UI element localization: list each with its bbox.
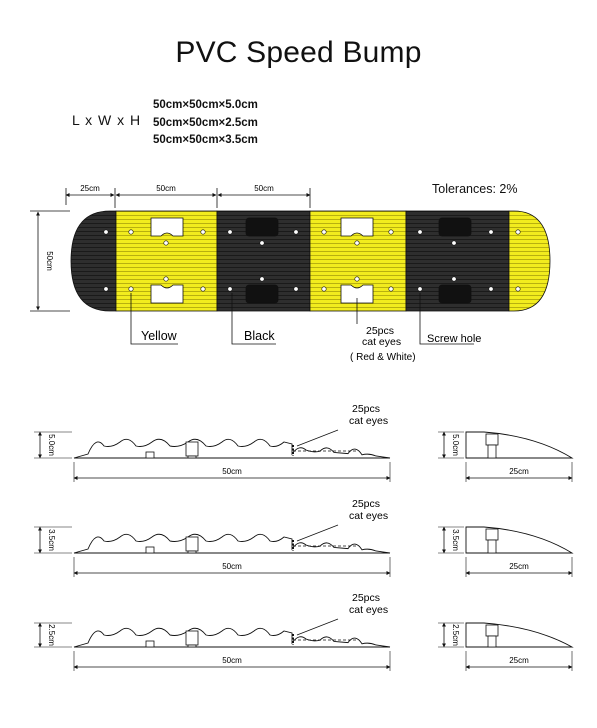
profile-screw-head bbox=[185, 441, 199, 457]
label-cat-eyes-count: 25pcs bbox=[366, 325, 394, 337]
top-view: 25cm 50cm 50cm 50cm bbox=[30, 184, 551, 363]
profile-screw-head bbox=[185, 536, 199, 552]
tolerances-label: Tolerances: 2% bbox=[432, 182, 518, 196]
profile-screw-post bbox=[145, 546, 155, 554]
end-cap-profile bbox=[465, 431, 574, 459]
dim-seg1-label: 50cm bbox=[156, 184, 176, 193]
profile-screw-post bbox=[187, 644, 197, 648]
screw-holes bbox=[103, 229, 521, 292]
profile-screw-post bbox=[145, 640, 155, 648]
end-cap-screw-post bbox=[487, 635, 497, 648]
profile-outline bbox=[73, 627, 391, 648]
size-list: 50cm×50cm×5.0cm 50cm×50cm×2.5cm 50cm×50c… bbox=[153, 97, 258, 150]
end-cap-height-label: 2.5cm bbox=[451, 624, 460, 646]
profile-leader bbox=[296, 618, 339, 636]
profile-screw-post bbox=[187, 455, 197, 459]
end-cap-profile bbox=[465, 526, 574, 554]
profile-screw-head bbox=[185, 630, 199, 646]
dim-height-label: 50cm bbox=[45, 251, 54, 271]
label-screw-hole: Screw hole bbox=[427, 333, 481, 345]
label-cat-eyes: cat eyes bbox=[362, 336, 401, 348]
end-cap-height-label: 5.0cm bbox=[451, 434, 460, 456]
end-cap-profile bbox=[465, 622, 574, 648]
profile-leader bbox=[296, 524, 339, 542]
label-yellow: Yellow bbox=[141, 329, 178, 343]
profile-screw-post bbox=[145, 451, 155, 459]
end-cap-right bbox=[508, 210, 551, 312]
dim-end-label: 25cm bbox=[80, 184, 100, 193]
profile-length-label: 50cm bbox=[222, 656, 242, 665]
end-cap-screw-head bbox=[485, 624, 499, 637]
profile-screw-post bbox=[187, 550, 197, 554]
end-cap-screw-head bbox=[485, 433, 499, 446]
end-cap-left bbox=[70, 210, 117, 312]
end-cap-screw-post bbox=[487, 539, 497, 554]
profile-outline bbox=[73, 438, 391, 459]
profile-leader bbox=[296, 429, 339, 447]
cat-eye-windows bbox=[150, 217, 472, 304]
profile-outline bbox=[73, 533, 391, 554]
size-format-label: L x W x H bbox=[72, 112, 142, 128]
profile-cat-label: cat eyes bbox=[349, 415, 388, 427]
profile-height-label: 5.0cm bbox=[47, 434, 56, 456]
leader-lines bbox=[130, 293, 474, 345]
end-cap-screw-post bbox=[487, 444, 497, 459]
profile-height-label: 2.5cm bbox=[47, 624, 56, 646]
profile-cat-count: 25pcs bbox=[352, 403, 380, 415]
size-item: 50cm×50cm×2.5cm bbox=[153, 116, 258, 129]
end-cap-length-label: 25cm bbox=[509, 656, 529, 665]
profile-length-label: 50cm bbox=[222, 467, 242, 476]
profile-cat-label: cat eyes bbox=[349, 510, 388, 522]
end-cap-length-label: 25cm bbox=[509, 467, 529, 476]
end-cap-screw-head bbox=[485, 528, 499, 541]
size-item: 50cm×50cm×5.0cm bbox=[153, 99, 258, 111]
end-cap-height-label: 3.5cm bbox=[451, 529, 460, 551]
profile-cat-label: cat eyes bbox=[349, 604, 388, 616]
height-dimension bbox=[30, 210, 70, 312]
page-title: PVC Speed Bump bbox=[175, 36, 422, 69]
profile-cat-count: 25pcs bbox=[352, 592, 380, 604]
size-item: 50cm×50cm×3.5cm bbox=[153, 134, 258, 146]
label-cat-eyes-colors: ( Red & White) bbox=[350, 352, 416, 363]
profile-cat-count: 25pcs bbox=[352, 498, 380, 510]
end-cap-length-label: 25cm bbox=[509, 562, 529, 571]
profile-height-label: 3.5cm bbox=[47, 529, 56, 551]
dim-seg2-label: 50cm bbox=[254, 184, 274, 193]
label-black: Black bbox=[244, 329, 275, 343]
top-dimensions bbox=[65, 188, 311, 208]
profile-length-label: 50cm bbox=[222, 562, 242, 571]
